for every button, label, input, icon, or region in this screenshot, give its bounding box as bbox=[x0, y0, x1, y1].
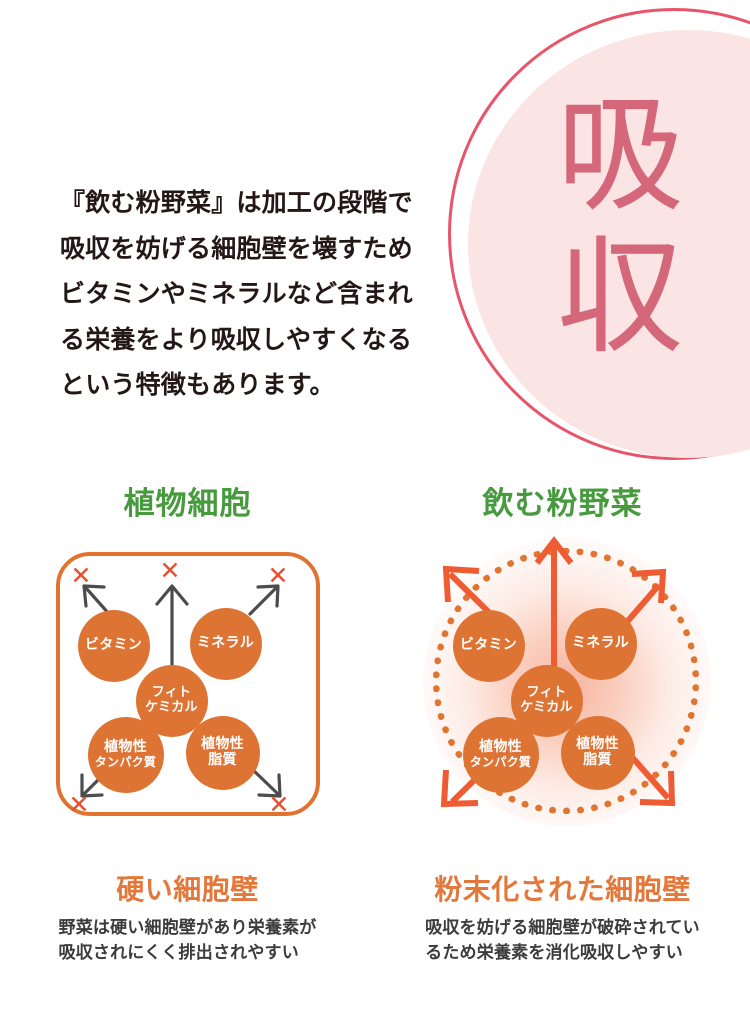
bubble-mineral-left-label: ミネラル bbox=[196, 635, 255, 652]
out-arrow-up-head bbox=[534, 536, 573, 565]
caption-left-line-2: 吸収されにくく排出されやすい bbox=[58, 942, 299, 963]
caption-title-powdered-cell-wall: 粉末化された細胞壁 bbox=[434, 873, 691, 906]
x-mark-top-center: ✕ bbox=[159, 556, 181, 585]
bubble-lipid-left-line2: 脂質 bbox=[208, 752, 237, 768]
bubble-protein-right-line2: タンパク質 bbox=[469, 755, 532, 770]
badge-kanji-line-1: 吸 bbox=[557, 82, 683, 229]
bubble-mineral-right: ミネラル bbox=[564, 608, 637, 680]
caption-title-hard-cell-wall: 硬い細胞壁 bbox=[116, 873, 259, 906]
bubble-protein-left-line2: タンパク質 bbox=[94, 755, 157, 770]
x-mark-top-right: ✕ bbox=[267, 561, 289, 590]
bubble-plant-lipid-right: 植物性 脂質 bbox=[560, 716, 635, 790]
bubble-plant-protein-right: 植物性 タンパク質 bbox=[462, 717, 539, 793]
bubble-vitamin-left: ビタミン bbox=[77, 610, 150, 682]
top-section: 吸 収 『飲む粉野菜』は加工の段階で吸収を妨げる細胞壁を壊すためビタミンやミネラ… bbox=[0, 0, 750, 470]
bubble-phyto-right-line1: フィト bbox=[526, 685, 567, 701]
caption-body-left: 野菜は硬い細胞壁があり栄養素が 吸収されにくく排出されやすい bbox=[59, 916, 317, 966]
arrow-up-left-head bbox=[81, 584, 106, 608]
absorption-badge-label: 吸 収 bbox=[530, 82, 710, 372]
diagram-stage-plant-cell: ✕ ✕ ✕ ✕ ✕ ビタミン ミネラル フィト ケミカル 植物性 タンパク質 植… bbox=[38, 530, 338, 830]
powdered-cell-wall-ring bbox=[432, 548, 699, 814]
out-arrow-up-left-head bbox=[442, 565, 479, 603]
bubble-mineral-left: ミネラル bbox=[189, 608, 262, 680]
caption-block-right: 粉末化された細胞壁 吸収を妨げる細胞壁が破砕されてい るため栄養素を消化吸収しや… bbox=[375, 868, 750, 966]
panel-heading-drinkable-powder: 飲む粉野菜 bbox=[482, 486, 643, 522]
bubble-protein-right-line1: 植物性 bbox=[479, 739, 522, 756]
x-mark-bottom-right: ✕ bbox=[268, 790, 290, 819]
bubble-phytochemical-left: フィト ケミカル bbox=[135, 665, 208, 737]
x-mark-top-left: ✕ bbox=[70, 561, 92, 590]
arrow-down-right-line bbox=[249, 767, 280, 796]
bubble-vitamin-left-label: ビタミン bbox=[84, 637, 143, 654]
bubble-phyto-left-line1: フィト bbox=[151, 685, 192, 701]
bubble-lipid-right-line2: 脂質 bbox=[583, 752, 612, 768]
x-mark-bottom-left: ✕ bbox=[68, 790, 90, 819]
bubble-phyto-right-line2: ケミカル bbox=[520, 700, 573, 715]
comparison-diagrams: 植物細胞 bbox=[0, 470, 750, 1025]
caption-left-line-1: 野菜は硬い細胞壁があり栄養素が bbox=[58, 918, 317, 938]
intro-paragraph: 『飲む粉野菜』は加工の段階で吸収を妨げる細胞壁を壊すためビタミンやミネラルなど含… bbox=[60, 188, 413, 399]
bubble-mineral-right-label: ミネラル bbox=[571, 635, 630, 652]
caption-right-line-2: るため栄養素を消化吸収しやすい bbox=[425, 942, 683, 963]
bubble-phyto-left-line2: ケミカル bbox=[145, 700, 198, 715]
bubble-plant-protein-left: 植物性 タンパク質 bbox=[87, 717, 164, 793]
bubble-lipid-right-line1: 植物性 bbox=[576, 736, 619, 753]
diagram-stage-powdered-cell: ビタミン ミネラル フィト ケミカル 植物性 タンパク質 植物性 脂質 bbox=[413, 530, 713, 830]
arrow-down-right-head bbox=[256, 773, 282, 798]
bubble-vitamin-right: ビタミン bbox=[452, 610, 525, 682]
bubble-lipid-left-line1: 植物性 bbox=[201, 736, 244, 753]
caption-right-line-1: 吸収を妨げる細胞壁が破砕されてい bbox=[425, 918, 700, 938]
panel-heading-plant-cell: 植物細胞 bbox=[123, 486, 252, 522]
arrow-up-head bbox=[154, 584, 189, 606]
out-arrow-down-left-head bbox=[440, 769, 478, 808]
out-arrow-up-right-head bbox=[631, 568, 666, 604]
blocked-arrows-layer bbox=[79, 584, 282, 798]
bubble-plant-lipid-left: 植物性 脂質 bbox=[185, 716, 260, 790]
arrow-down-left-head bbox=[79, 773, 104, 798]
caption-block-left: 硬い細胞壁 野菜は硬い細胞壁があり栄養素が 吸収されにくく排出されやすい bbox=[0, 868, 375, 966]
panel-plant-cell: 植物細胞 bbox=[0, 470, 375, 1025]
bubble-protein-left-line1: 植物性 bbox=[104, 739, 147, 756]
badge-kanji-line-2: 収 bbox=[557, 224, 683, 372]
panel-drinkable-powder-vegetable: 飲む粉野菜 bbox=[375, 470, 750, 1025]
bubble-vitamin-right-label: ビタミン bbox=[459, 637, 518, 654]
arrow-up-right-line bbox=[247, 586, 278, 616]
caption-body-right: 吸収を妨げる細胞壁が破砕されてい るため栄養素を消化吸収しやすい bbox=[425, 916, 700, 966]
arrow-up-right-head bbox=[255, 584, 280, 608]
out-arrow-down-right-head bbox=[639, 770, 675, 807]
